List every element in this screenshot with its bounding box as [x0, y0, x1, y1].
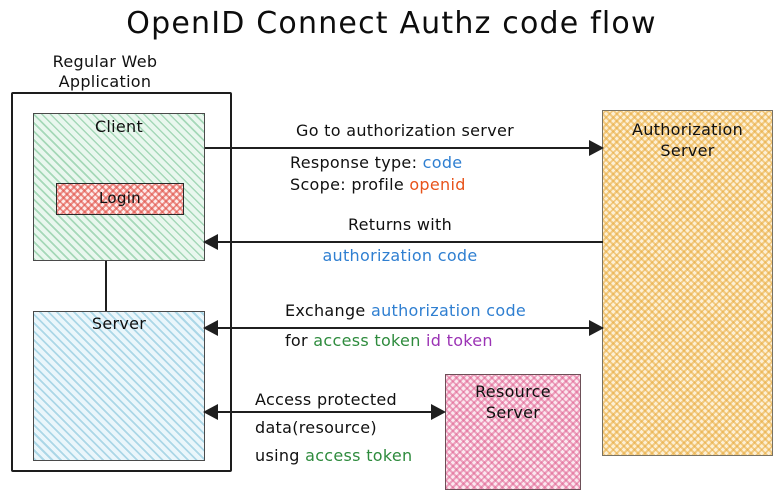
flow-4-line [218, 411, 440, 413]
resource-server-label-line2: Server [485, 403, 541, 422]
flow-1-response-type-prefix: Response type: [290, 153, 423, 172]
flow-2-line [218, 241, 603, 243]
flow-1-response-type-line: Response type: code [290, 152, 466, 174]
resource-server-node[interactable] [445, 374, 581, 490]
page-title: OpenID Connect Authz code flow [126, 6, 657, 41]
login-node-label: Login [99, 189, 141, 207]
flow-2-label-above: Returns with [347, 215, 453, 234]
flow-1-scope-line: Scope: profile openid [290, 174, 466, 196]
flow-3-access-token-keyword: access token [313, 331, 421, 350]
flow-4-using-prefix: using [255, 446, 306, 465]
client-server-connector [105, 261, 107, 311]
flow-4-arrowhead-right [431, 404, 446, 420]
regular-web-application-frame [11, 92, 232, 472]
flow-1-line [205, 147, 595, 149]
flow-4-label-line3: using access token [255, 445, 412, 467]
flow-1-scope-keyword: openid [409, 175, 466, 194]
flow-3-exchange-prefix: Exchange [285, 301, 371, 320]
flow-2-arrowhead [203, 234, 218, 250]
flow-3-exchange-keyword: authorization code [370, 301, 527, 320]
client-node[interactable] [33, 113, 205, 261]
flow-3-line [218, 327, 603, 329]
server-node-label: Server [91, 314, 147, 333]
flow-1-label-above: Go to authorization server [296, 121, 514, 140]
flow-1-scope-prefix: Scope: profile [290, 175, 410, 194]
flow-4-label-line2: data(resource) [255, 418, 377, 437]
app-frame-label-line2: Application [58, 72, 152, 91]
authorization-server-node[interactable] [602, 110, 773, 456]
authorization-server-node-label: Authorization Server [602, 119, 773, 161]
authorization-server-label-line2: Server [660, 141, 715, 160]
flow-1-label-below: Response type: code Scope: profile openi… [290, 152, 466, 196]
flow-1-response-type-keyword: code [422, 153, 463, 172]
flow-4-label-line1: Access protected [255, 390, 398, 409]
flow-4-access-token-keyword: access token [305, 446, 413, 465]
authorization-server-label-line1: Authorization [631, 120, 744, 139]
flow-3-arrowhead-right [589, 320, 604, 336]
flow-2-label-below: authorization code [322, 246, 478, 265]
login-button-node[interactable] [56, 183, 184, 215]
app-frame-label: Regular Web Application [30, 52, 180, 92]
server-node[interactable] [33, 311, 205, 461]
flow-3-id-token-keyword: id token [426, 331, 493, 350]
flow-3-label-above: Exchange authorization code [285, 300, 526, 322]
flow-3-label-below: for access token id token [285, 330, 493, 352]
client-node-label: Client [94, 117, 144, 136]
flow-3-for-prefix: for [285, 331, 314, 350]
app-frame-label-line1: Regular Web [52, 52, 158, 71]
flow-4-arrowhead-left [203, 404, 218, 420]
flow-1-arrowhead [589, 140, 604, 156]
resource-server-node-label: Resource Server [445, 381, 581, 423]
flow-3-arrowhead-left [203, 320, 218, 336]
resource-server-label-line1: Resource [475, 382, 551, 401]
